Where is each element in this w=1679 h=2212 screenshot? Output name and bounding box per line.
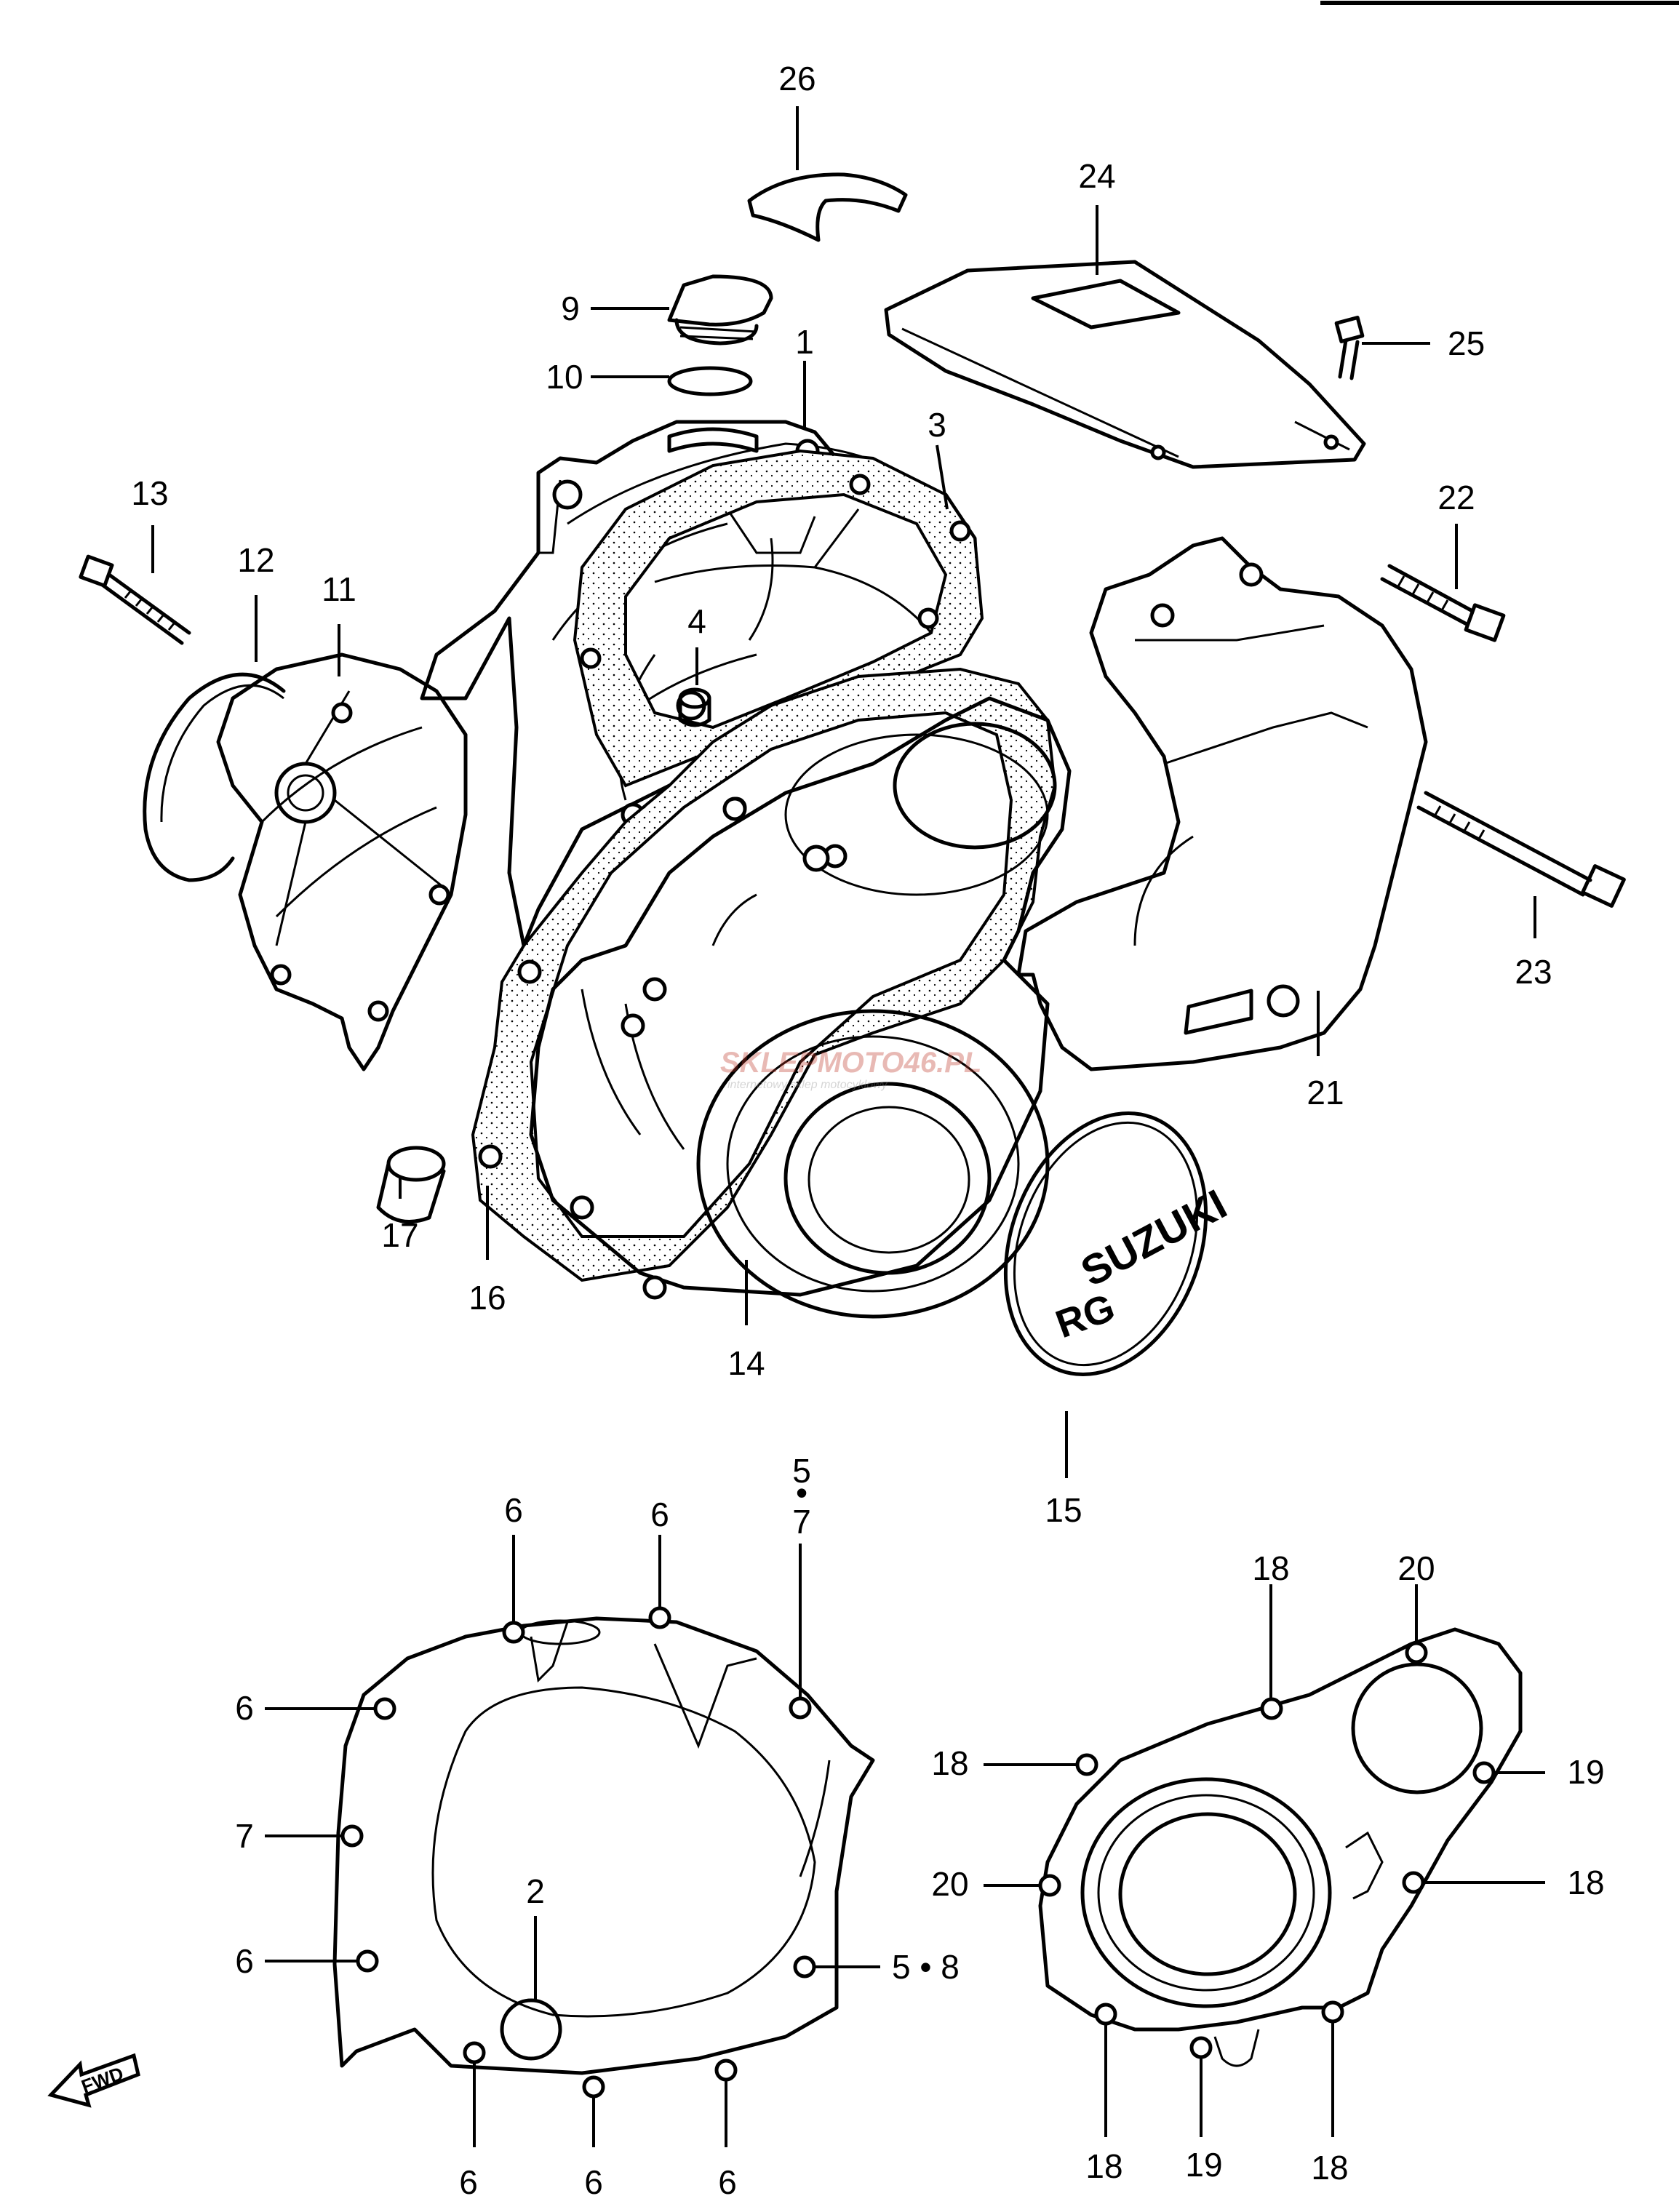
part-17-bushing	[376, 1146, 446, 1223]
label-17: 17	[381, 1216, 418, 1254]
part-13-bolt	[79, 554, 191, 645]
part-23-bolt	[1416, 791, 1626, 908]
label-5-8: 5 • 8	[892, 1948, 960, 1986]
label-26: 26	[778, 60, 815, 97]
label-6-left-lower: 6	[235, 1942, 254, 1980]
label-15: 15	[1045, 1491, 1082, 1529]
watermark-tagline: internetowy sklep motocyklowy	[727, 1079, 888, 1091]
part-11-generator-cover	[216, 652, 468, 1071]
label-20-top: 20	[1397, 1549, 1435, 1587]
part-12-gasket	[143, 672, 286, 882]
label-20-left: 20	[931, 1865, 968, 1903]
fwd-arrow-icon: FWD	[47, 2053, 140, 2108]
label-6-top-center: 6	[650, 1496, 669, 1533]
label-18-right: 18	[1567, 1864, 1604, 1901]
label-14: 14	[727, 1344, 765, 1382]
part-10-o-ring	[667, 366, 753, 396]
label-13: 13	[131, 474, 168, 512]
leader-lines	[151, 106, 1545, 2147]
label-6-left-upper: 6	[235, 1689, 254, 1727]
label-18-top: 18	[1252, 1549, 1289, 1587]
part-15-emblem: SUZUKI RG	[1003, 1111, 1235, 1376]
label-19-bottom: 19	[1185, 2146, 1222, 2184]
part-14-clutch-cover	[529, 696, 1072, 1319]
label-18-bottom-left: 18	[1085, 2147, 1122, 2185]
callout-labels: 26 24 25 9 10 1 3 4 13 12 11 22 23 21 17…	[131, 60, 1604, 2201]
label-6-bottom-right: 6	[718, 2163, 737, 2201]
part-24-top-cover	[884, 260, 1366, 469]
label-25: 25	[1448, 324, 1485, 362]
label-6-top-left: 6	[504, 1491, 523, 1529]
part-3-gasket	[573, 449, 984, 818]
fwd-label: FWD	[79, 2062, 127, 2097]
label-3: 3	[928, 406, 946, 444]
label-6-bottom-center: 6	[584, 2163, 603, 2201]
part-26-cap	[747, 172, 908, 242]
part-21-side-cover	[1016, 536, 1428, 1071]
emblem-model-text: RG	[1050, 1285, 1121, 1346]
label-11: 11	[322, 570, 356, 608]
label-4: 4	[687, 602, 706, 640]
label-16: 16	[468, 1279, 506, 1317]
part-16-gasket	[471, 667, 1057, 1282]
label-22: 22	[1437, 479, 1475, 516]
label-7-left: 7	[235, 1817, 254, 1855]
watermark-name: SKLEPMOTO46.PL	[720, 1047, 981, 1079]
label-10: 10	[546, 358, 583, 396]
label-6-bottom-left: 6	[459, 2163, 478, 2201]
part-4-dowel-pin	[678, 687, 711, 727]
part-25-bolt	[1334, 316, 1365, 380]
label-9: 9	[561, 290, 580, 327]
label-18-left: 18	[931, 1744, 968, 1782]
bolt-holes-lower-left	[340, 1606, 816, 2099]
part-22-bolt	[1380, 564, 1506, 642]
label-12: 12	[237, 541, 274, 579]
part-9-filler-cap	[667, 274, 773, 346]
label-21: 21	[1307, 1074, 1344, 1111]
lower-right-cover-view	[1038, 1627, 1523, 2067]
label-18-bottom-right: 18	[1311, 2149, 1348, 2187]
label-dot-top: •	[796, 1474, 807, 1512]
label-1: 1	[795, 323, 814, 361]
label-2: 2	[526, 1872, 545, 1910]
label-23: 23	[1515, 953, 1552, 991]
label-24: 24	[1078, 157, 1115, 195]
watermark: SKLEPMOTO46.PL internetowy sklep motocyk…	[720, 1047, 981, 1091]
emblem-brand-text: SUZUKI	[1074, 1181, 1235, 1296]
label-19-right: 19	[1567, 1753, 1604, 1791]
lower-left-cover-view	[332, 1606, 875, 2099]
label-7-top: 7	[792, 1503, 811, 1541]
label-5-top: 5	[792, 1452, 811, 1490]
